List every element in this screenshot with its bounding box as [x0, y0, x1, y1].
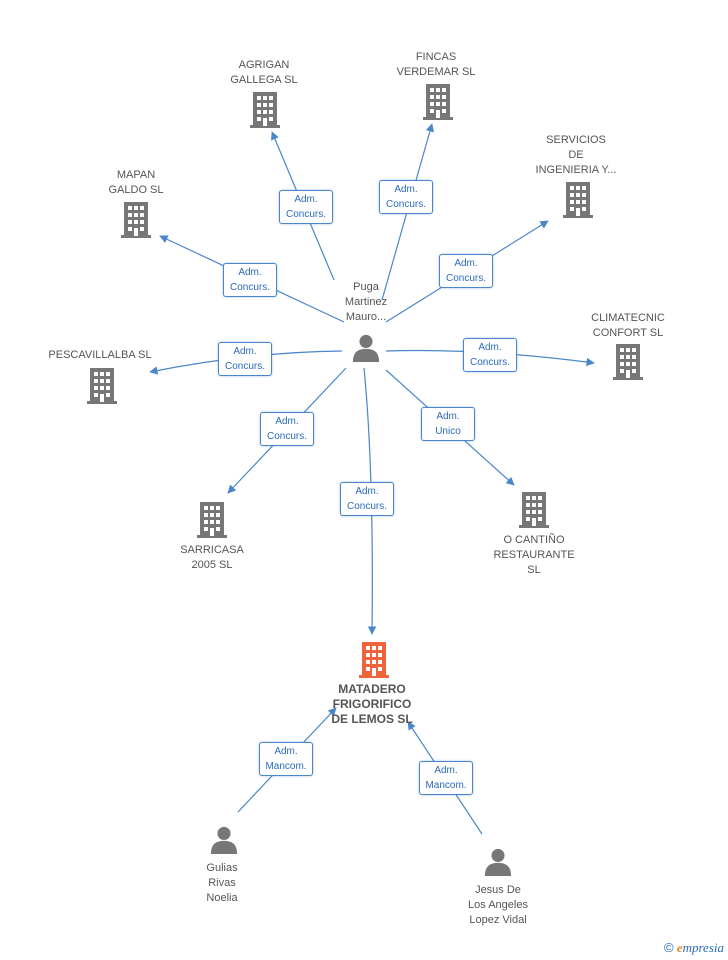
- relation-label-climatecnic[interactable]: Adm. Concurs.: [463, 338, 517, 372]
- relation-label-jesus[interactable]: Adm. Mancom.: [419, 761, 473, 795]
- node-label-climatecnic[interactable]: CLIMATECNIC CONFORT SL: [591, 312, 665, 339]
- person-icon-gulias[interactable]: [210, 826, 238, 854]
- node-label-gulias[interactable]: Gulias Rivas Noelia: [206, 862, 238, 904]
- node-label-pescavillalba[interactable]: PESCAVILLALBA SL: [48, 349, 152, 361]
- relation-label-mapan[interactable]: Adm. Concurs.: [223, 263, 277, 297]
- relation-label-gulias[interactable]: Adm. Mancom.: [259, 742, 313, 776]
- nodes-layer: [87, 84, 643, 876]
- node-label-center[interactable]: Puga Martinez Mauro...: [344, 281, 388, 323]
- node-label-fincas[interactable]: FINCAS VERDEMAR SL: [396, 51, 476, 78]
- brand-initial: e: [676, 940, 683, 955]
- node-label-ocantino[interactable]: O CANTIÑO RESTAURANTE SL: [493, 534, 575, 576]
- brand-name: mpresia: [682, 940, 724, 955]
- building-icon-sarricasa[interactable]: [197, 502, 227, 538]
- copyright-symbol: ©: [663, 940, 674, 955]
- node-label-servicios[interactable]: SERVICIOS DE INGENIERIA Y...: [535, 134, 617, 176]
- node-label-matadero[interactable]: MATADERO FRIGORIFICO DE LEMOS SL: [331, 682, 413, 726]
- node-label-jesus[interactable]: Jesus De Los Angeles Lopez Vidal: [468, 884, 528, 926]
- person-icon-jesus[interactable]: [484, 848, 512, 876]
- relation-label-servicios[interactable]: Adm. Concurs.: [439, 254, 493, 288]
- footer-brand: © empresia: [664, 940, 724, 956]
- node-label-sarricasa[interactable]: SARRICASA 2005 SL: [180, 544, 244, 571]
- relation-label-matadero[interactable]: Adm. Concurs.: [340, 482, 394, 516]
- relation-label-pescavillalba[interactable]: Adm. Concurs.: [218, 342, 272, 376]
- edges-layer: [149, 123, 595, 835]
- building-icon-servicios[interactable]: [563, 182, 593, 218]
- building-icon-agrigan[interactable]: [250, 92, 280, 128]
- relation-label-sarricasa[interactable]: Adm. Concurs.: [260, 412, 314, 446]
- node-label-mapan[interactable]: MAPAN GALDO SL: [108, 169, 164, 196]
- relation-label-ocantino[interactable]: Adm. Unico: [421, 407, 475, 441]
- building-icon-mapan[interactable]: [121, 202, 151, 238]
- relation-label-agrigan[interactable]: Adm. Concurs.: [279, 190, 333, 224]
- person-icon-center[interactable]: [352, 334, 380, 362]
- building-icon-matadero[interactable]: [359, 642, 389, 678]
- building-icon-fincas[interactable]: [423, 84, 453, 120]
- building-icon-climatecnic[interactable]: [613, 344, 643, 380]
- relation-label-fincas[interactable]: Adm. Concurs.: [379, 180, 433, 214]
- building-icon-pescavillalba[interactable]: [87, 368, 117, 404]
- node-label-agrigan[interactable]: AGRIGAN GALLEGA SL: [230, 59, 298, 86]
- building-icon-ocantino[interactable]: [519, 492, 549, 528]
